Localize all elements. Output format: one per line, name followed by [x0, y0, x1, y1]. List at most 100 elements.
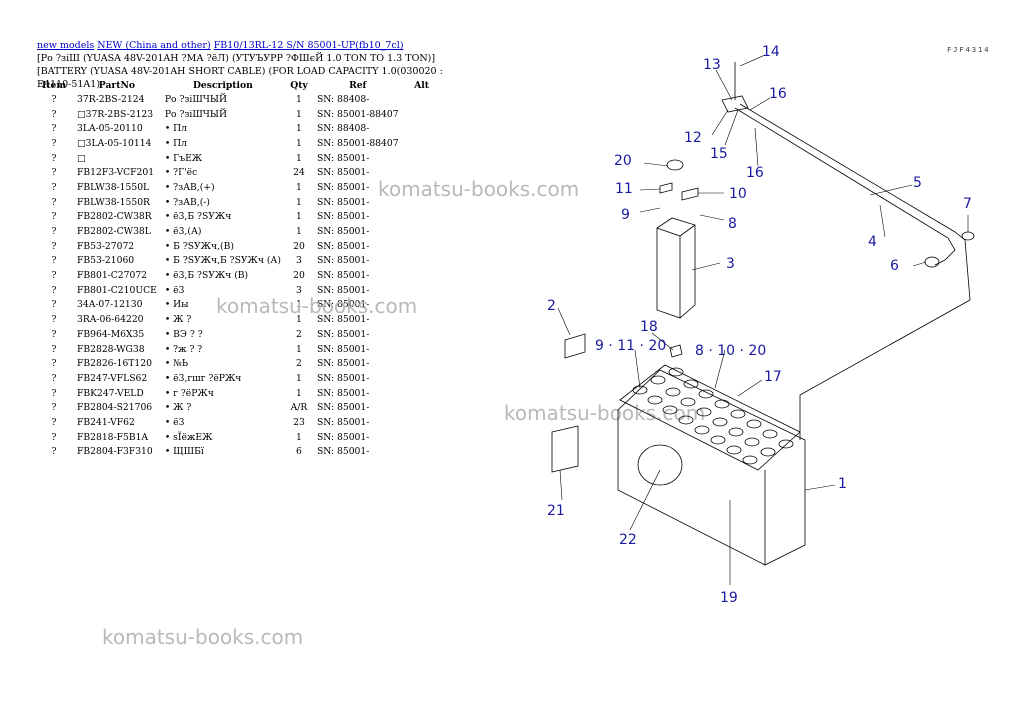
cell-ref: SN: 85001- — [316, 240, 370, 252]
callout-label: 11 — [615, 181, 633, 197]
cell-partno: FB53-27072 — [77, 240, 135, 252]
cell-description: • ЩШБї — [164, 446, 204, 458]
cell-item: ? — [51, 446, 57, 458]
cell-ref: SN: 85001- — [316, 196, 370, 208]
cell-partno: FB964-M6X35 — [77, 328, 145, 340]
callout-label: 20 — [614, 153, 632, 169]
breadcrumb-link-region[interactable]: NEW (China and other) — [97, 40, 211, 51]
page-title: [Ро ?зіШ (YUASA 48V-201AH ?МА ?ёЛ) (УТУЪ… — [37, 53, 443, 90]
callout-label: 5 — [913, 175, 922, 191]
cell-description: • ё3,гшг ?ёРЖч — [164, 372, 242, 384]
cell-description: • Ж ? — [164, 314, 192, 326]
cell-qty: 1 — [296, 372, 302, 384]
cable-route — [799, 239, 971, 440]
cell-item: ? — [51, 240, 57, 252]
col-partno: PartNo — [98, 79, 136, 91]
cell-item: ? — [51, 284, 57, 296]
cell-description: • Иы — [164, 299, 189, 311]
cell-qty: 3 — [296, 255, 302, 267]
cell-description: • ё3,Б ?SУЖч — [164, 211, 232, 223]
cell-qty: 1 — [296, 93, 302, 105]
cell-partno: FBK247-VELD — [77, 387, 144, 399]
cell-ref: SN: 85001- — [316, 167, 370, 179]
label-plate — [637, 444, 683, 486]
part-18 — [669, 344, 683, 358]
cell-ref: SN: 85001- — [316, 255, 370, 267]
battery-box-top-edge — [617, 369, 806, 441]
cell-partno: □3LA-05-10114 — [77, 137, 152, 149]
cell-ref: SN: 85001- — [316, 299, 370, 311]
plug-10 — [681, 187, 699, 201]
cell-partno: 34A-07-12130 — [77, 299, 143, 311]
cell-item: ? — [51, 181, 57, 193]
cell-ref: SN: 85001- — [316, 343, 370, 355]
cell-ref: SN: 85001- — [316, 446, 370, 458]
cell-ref: SN: 85001- — [316, 226, 370, 238]
watermark: komatsu-books.com — [504, 401, 706, 425]
col-description: Description — [192, 79, 253, 91]
callout-label: 16 — [746, 165, 764, 181]
diagram-code: FJF4314 — [947, 46, 991, 54]
cell-description: • ё3,Б ?SУЖч (В) — [164, 270, 249, 282]
terminal-6 — [924, 256, 940, 268]
callout-label: 9 — [621, 207, 630, 223]
cell-qty: 1 — [296, 181, 302, 193]
callout-label: 12 — [684, 130, 702, 146]
cell-qty: 1 — [296, 211, 302, 223]
table-header-row: Item PartNo Description Qty Ref Alt — [35, 78, 441, 92]
callout-label: 13 — [703, 57, 721, 73]
callout-label: 21 — [547, 503, 565, 519]
cell-item: ? — [51, 167, 57, 179]
cell-partno: FB2818-F5B1A — [77, 431, 149, 443]
breadcrumb-link-model[interactable]: FB10/13RL-12 S/N 85001-UP(fb10_7cl) — [213, 40, 404, 51]
cell-partno: □37R-2BS-2123 — [77, 108, 154, 120]
callout-label: 16 — [769, 86, 787, 102]
col-ref: Ref — [349, 79, 367, 91]
breadcrumb: new models NEW (China and other) FB10/13… — [37, 40, 404, 51]
cell-item: ? — [51, 431, 57, 443]
breadcrumb-link-new-models[interactable]: new models — [37, 40, 95, 51]
cell-ref: SN: 85001- — [316, 358, 370, 370]
callout-label: 3 — [726, 256, 735, 272]
cell-item: ? — [51, 343, 57, 355]
cell-qty: 1 — [296, 226, 302, 238]
cell-partno: FB241-VF62 — [77, 416, 135, 428]
cell-ref: SN: 85001- — [316, 328, 370, 340]
cell-description: • ё3 — [164, 284, 185, 296]
callout-label: 9 · 11 · 20 — [595, 338, 666, 354]
cell-description: • ё3,(А) — [164, 226, 202, 238]
cell-qty: 2 — [296, 358, 302, 370]
battery-cell — [656, 217, 696, 319]
cell-qty: 1 — [296, 152, 302, 164]
watermark: komatsu-books.com — [216, 294, 418, 318]
cell-partno: FB12F3-VCF201 — [77, 167, 155, 179]
cell-ref: SN: 85001- — [316, 284, 370, 296]
cell-partno: FB801-C210UCE — [77, 284, 157, 296]
cell-qty: 1 — [296, 387, 302, 399]
cell-partno: FB2802-CW38L — [77, 226, 151, 238]
callout-label: 10 — [729, 186, 747, 202]
cell-caps — [632, 367, 794, 465]
parts-table: Item PartNo Description Qty Ref Alt ?37R… — [35, 78, 441, 459]
cell-description: • Б ?SУЖч,(В) — [164, 240, 234, 252]
cell-partno: FBLW38-1550R — [77, 196, 150, 208]
cell-ref: SN: 85001- — [316, 270, 370, 282]
cell-description: • Б ?SУЖч,Б ?SУЖч (А) — [164, 255, 281, 267]
